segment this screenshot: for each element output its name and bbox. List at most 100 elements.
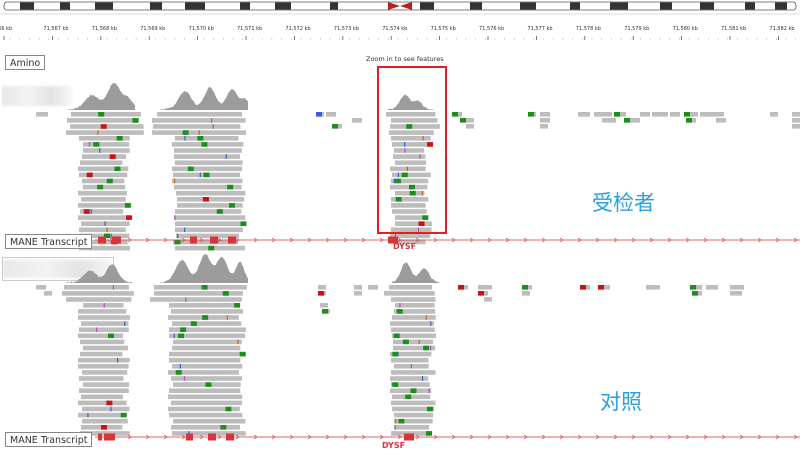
coverage-peak <box>160 254 248 283</box>
scattered-read <box>792 112 800 117</box>
gene-label-top[interactable]: DYSF <box>393 242 417 251</box>
mismatch-mark <box>396 309 403 314</box>
scattered-read <box>578 112 590 117</box>
read-bar <box>390 321 434 326</box>
chromosome-ideogram[interactable] <box>0 0 800 12</box>
read-bar <box>392 209 427 214</box>
scattered-read <box>478 285 492 290</box>
read-bar <box>391 400 436 406</box>
strand-arrow <box>307 434 312 440</box>
bottom-alignment-track[interactable] <box>0 254 800 436</box>
top-alignment-track[interactable] <box>0 82 800 251</box>
snv-mark <box>185 297 187 302</box>
mismatch-mark <box>124 203 131 208</box>
strand-arrow <box>451 434 456 440</box>
read-bar <box>392 172 431 178</box>
strand-arrow <box>451 237 456 243</box>
mismatch-mark <box>106 178 113 184</box>
snv-mark <box>212 124 214 129</box>
mismatch-mark <box>187 166 194 172</box>
read-bar <box>79 172 128 178</box>
ideogram-band <box>150 2 162 10</box>
read-bar <box>169 303 239 308</box>
snv-mark <box>97 130 99 135</box>
read-bar <box>173 339 242 345</box>
mismatch-mark <box>398 418 405 424</box>
snv-mark <box>410 364 412 369</box>
strand-arrow <box>217 237 222 243</box>
read-bar <box>175 227 243 233</box>
mismatch-mark <box>452 112 458 117</box>
strand-arrow <box>559 237 564 243</box>
snv-mark <box>417 227 420 233</box>
snv-mark <box>110 406 112 412</box>
strand-arrow <box>271 237 276 243</box>
read-bar <box>174 154 241 159</box>
read-bar <box>80 431 130 436</box>
snv-mark <box>188 431 190 436</box>
read-bar <box>394 412 434 418</box>
ruler-tick-label: 71,577 kb <box>527 26 552 32</box>
read-bar <box>391 227 432 233</box>
snv-mark <box>184 227 186 233</box>
mismatch-mark <box>202 197 209 202</box>
read-bar <box>78 203 129 208</box>
mismatch-mark <box>426 406 433 412</box>
read-bar <box>79 327 129 332</box>
scattered-read <box>602 118 616 123</box>
ideogram-band <box>95 2 113 10</box>
strand-arrow <box>469 237 474 243</box>
snv-mark <box>95 327 98 332</box>
snv-mark <box>88 142 91 147</box>
mismatch-mark <box>103 233 110 239</box>
transcript-label-bottom[interactable]: MANE Transcript <box>5 432 93 447</box>
read-bar <box>78 364 129 369</box>
read-bar <box>174 215 246 220</box>
mismatch-mark <box>410 388 417 393</box>
read-bar <box>391 197 429 202</box>
read-bar <box>391 370 436 375</box>
track-label-amino[interactable]: Amino <box>5 55 46 70</box>
ruler-tick-label: 71,574 kb <box>382 26 407 32</box>
ideogram-band <box>570 2 580 10</box>
scattered-read <box>354 285 362 290</box>
ideogram-band <box>185 2 205 10</box>
strand-arrow <box>325 434 330 440</box>
transcript-label-top[interactable]: MANE Transcript <box>5 234 93 249</box>
read-bar <box>172 431 246 436</box>
strand-arrow <box>127 237 132 243</box>
read-bar <box>83 148 130 153</box>
mismatch-mark <box>216 209 223 214</box>
read-bar <box>391 357 429 363</box>
read-bar <box>78 190 127 196</box>
mismatch-mark <box>83 209 90 214</box>
read-bar <box>394 148 425 153</box>
mismatch-mark <box>222 291 229 296</box>
strand-arrow <box>757 237 762 243</box>
strand-arrow <box>199 237 204 243</box>
transcript-track-top[interactable] <box>0 234 800 246</box>
scattered-read <box>684 112 698 117</box>
scattered-read <box>384 291 394 296</box>
read-bar <box>390 184 428 190</box>
ruler-tick-label: 71,570 kb <box>189 26 214 32</box>
read-bar <box>78 400 127 406</box>
annotation-control: 对照 <box>600 390 642 414</box>
strand-arrow <box>307 237 312 243</box>
centromere-marker <box>388 2 412 10</box>
transcript-track-bottom[interactable] <box>0 431 800 443</box>
mismatch-mark <box>318 291 324 296</box>
strand-arrow <box>235 434 240 440</box>
exon-block <box>226 433 234 441</box>
read-bar <box>395 160 427 165</box>
scattered-read <box>540 118 550 123</box>
mismatch-mark <box>225 406 232 412</box>
scattered-read <box>354 291 362 296</box>
read-bar <box>392 142 431 147</box>
read-bar <box>393 345 436 351</box>
read-bar <box>154 285 247 290</box>
read-bar <box>82 178 125 184</box>
mismatch-mark <box>114 166 121 172</box>
gene-label-bottom[interactable]: DYSF <box>382 441 406 450</box>
snv-mark <box>184 136 186 141</box>
